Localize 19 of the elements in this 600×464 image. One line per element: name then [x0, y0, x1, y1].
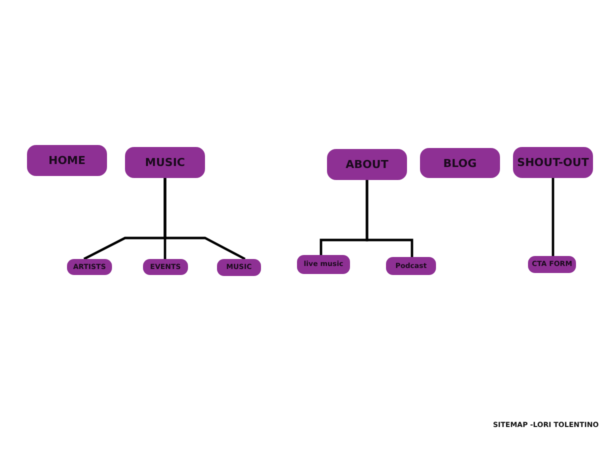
page-box	[27, 145, 107, 176]
subpage-box	[386, 257, 436, 275]
connector-line	[552, 178, 554, 256]
page-box	[513, 147, 593, 178]
connector-line	[366, 180, 414, 257]
page-box	[420, 148, 500, 178]
page-label: HOME	[48, 155, 86, 166]
subpage-box	[528, 256, 576, 273]
subpage-box	[143, 259, 188, 275]
subpage-box	[297, 255, 350, 274]
page-label: MUSIC	[145, 157, 185, 168]
subpage-box	[67, 259, 112, 275]
subpage-box	[217, 259, 261, 276]
page-label: SHOUT-OUT	[517, 157, 589, 168]
page-label: ABOUT	[346, 159, 388, 170]
connector-line	[164, 178, 246, 260]
page-label: BLOG	[443, 158, 477, 168]
page-box	[327, 149, 407, 180]
page-box	[125, 147, 205, 178]
